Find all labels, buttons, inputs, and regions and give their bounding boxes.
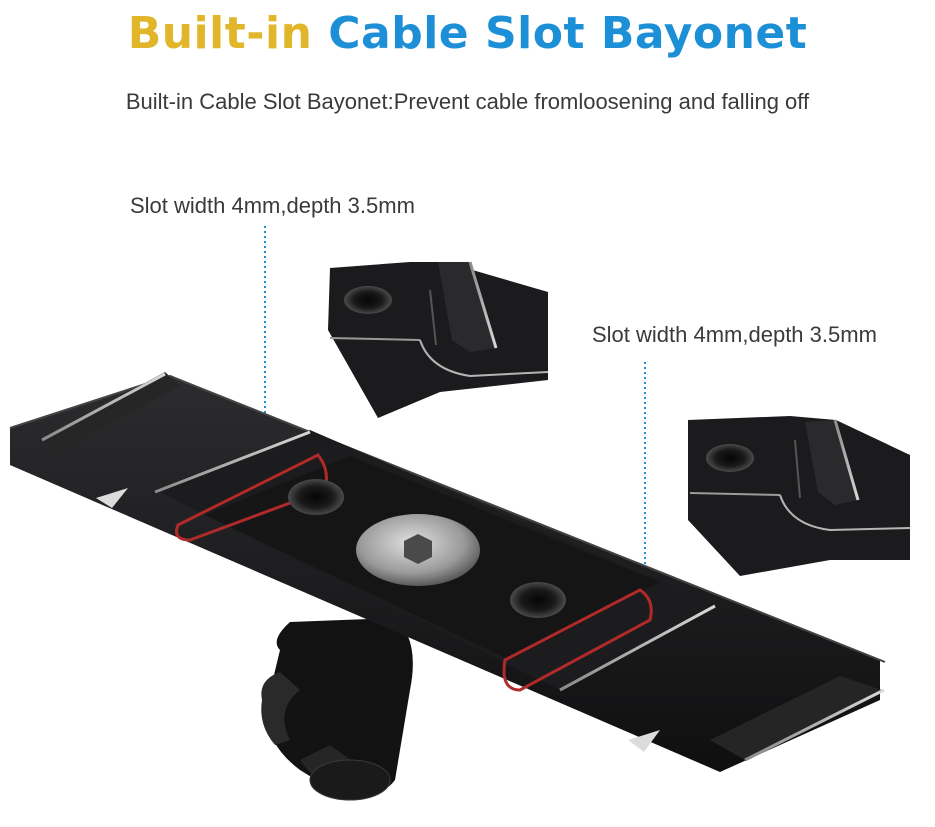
title-word-builtin: Built-in bbox=[127, 8, 313, 59]
hex-screw-icon bbox=[356, 514, 480, 586]
page-title: Built-in Cable Slot Bayonet bbox=[0, 8, 935, 60]
knob-icon bbox=[261, 618, 413, 801]
triangle-marker-icon bbox=[628, 730, 660, 752]
inset-detail-slot-1 bbox=[328, 261, 549, 418]
subtitle: Built-in Cable Slot Bayonet:Prevent cabl… bbox=[125, 89, 810, 114]
cable-slot-right bbox=[502, 588, 653, 692]
callout-slot-left: Slot width 4mm,depth 3.5mm bbox=[130, 193, 415, 218]
triangle-marker-icon bbox=[96, 488, 128, 508]
thread-hole-left bbox=[288, 479, 344, 515]
callout-slot-right: Slot width 4mm,depth 3.5mm bbox=[592, 322, 877, 347]
inset-detail-slot-2 bbox=[688, 416, 911, 576]
thread-hole-right bbox=[510, 582, 566, 618]
cold-shoe-plate bbox=[9, 372, 886, 772]
title-word-cable-slot: Cable Slot Bayonet bbox=[328, 8, 808, 59]
